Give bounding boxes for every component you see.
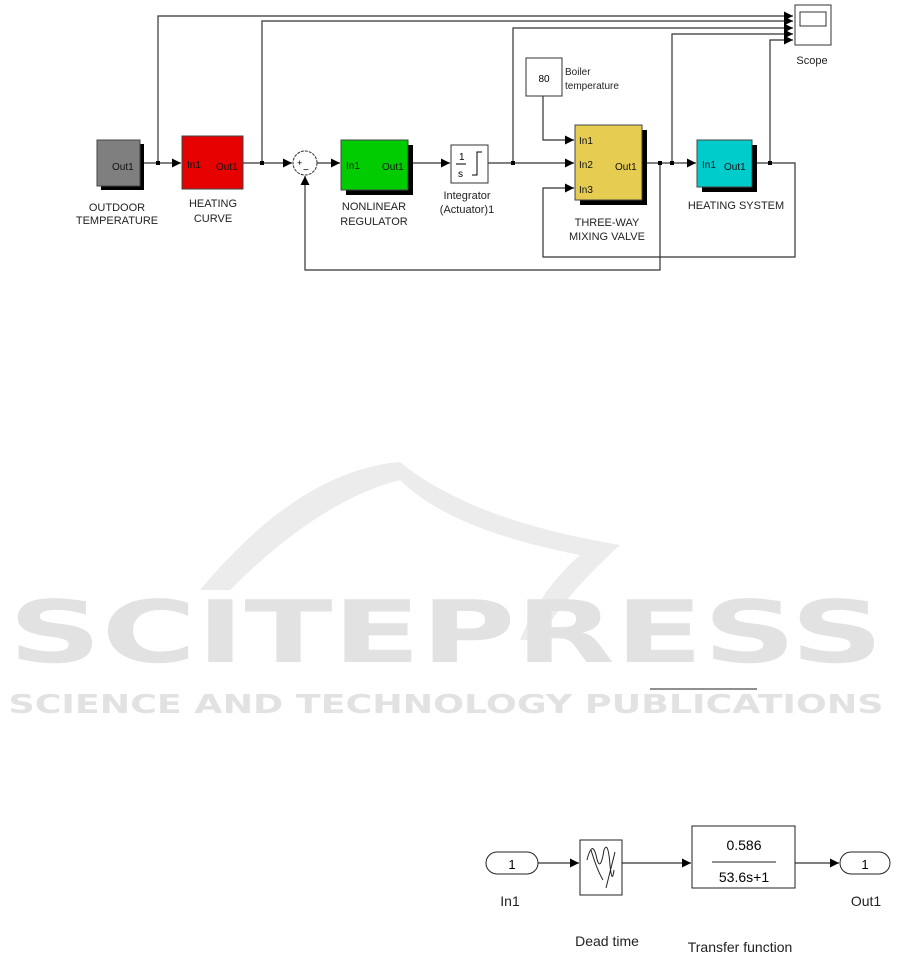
outport-label: Out1 [851, 893, 882, 909]
saturation-icon [472, 151, 482, 176]
heating-system-port-out: Out1 [724, 162, 746, 173]
dead-time-block[interactable] [579, 839, 623, 896]
sum-minus-sign: − [303, 165, 309, 176]
valve-port-in2: In2 [579, 160, 593, 171]
dead-time-icon [586, 846, 615, 877]
inport-label: In1 [500, 893, 520, 909]
watermark-book-icon [200, 462, 620, 640]
integrator-numerator: 1 [459, 152, 465, 163]
heating-system-port-in: In1 [702, 160, 716, 171]
outdoor-port-out: Out1 [112, 162, 134, 173]
sum-plus-sign: + [297, 158, 302, 168]
heating-system-block[interactable]: In1 Out1 [696, 139, 757, 192]
valve-port-in1: In1 [579, 136, 593, 147]
regulator-port-in: In1 [346, 161, 360, 172]
boiler-label-2: temperature [565, 81, 619, 92]
outport-number: 1 [861, 857, 868, 872]
nonlinear-regulator-block[interactable]: In1 Out1 [340, 139, 413, 195]
integrator-denominator: s [458, 169, 463, 180]
regulator-label-2: REGULATOR [340, 216, 407, 228]
boiler-label: Boiler [565, 67, 591, 78]
transfer-function-block[interactable]: 0.586 53.6s+1 [691, 825, 796, 889]
outdoor-label: OUTDOOR [89, 202, 145, 214]
integrator-block[interactable]: 1 s [450, 144, 489, 184]
transfer-function-label: Transfer function [688, 939, 793, 955]
scope-block[interactable] [794, 4, 832, 46]
heating-curve-label: HEATING [189, 198, 237, 210]
heating-curve-port-in: In1 [187, 160, 201, 171]
regulator-port-out: Out1 [382, 162, 404, 173]
valve-port-in3: In3 [579, 185, 593, 196]
boiler-value: 80 [538, 74, 550, 85]
mixing-valve-block[interactable]: In1 In2 In3 Out1 [574, 124, 647, 205]
integrator-label-2: (Actuator)1 [440, 204, 494, 216]
heating-curve-label-2: CURVE [194, 213, 232, 225]
inport-block[interactable]: 1 [485, 851, 539, 875]
heating-curve-block[interactable]: In1 Out1 [181, 135, 244, 190]
tf-numerator: 0.586 [726, 837, 761, 853]
valve-port-out: Out1 [615, 162, 637, 173]
watermark-subtitle: SCIENCE AND TECHNOLOGY PUBLICATIONS [9, 690, 884, 720]
tf-denominator: 53.6s+1 [719, 869, 769, 885]
valve-label: THREE-WAY [575, 217, 640, 229]
signal-lines [140, 11, 796, 271]
outdoor-temperature-block[interactable]: Out1 [96, 139, 144, 190]
scope-label: Scope [796, 55, 827, 67]
heating-system-label: HEATING SYSTEM [688, 200, 784, 212]
valve-label-2: MIXING VALVE [569, 231, 645, 243]
outport-block[interactable]: 1 [839, 851, 891, 875]
integrator-label: Integrator [443, 190, 490, 202]
watermark-logo: SCITEPRESS SCIENCE AND TECHNOLOGY PUBLIC… [9, 462, 884, 720]
inport-number: 1 [508, 857, 515, 872]
scope-screen-icon [799, 11, 827, 27]
regulator-label: NONLINEAR [342, 201, 406, 213]
outdoor-label-2: TEMPERATURE [76, 215, 158, 227]
watermark-title: SCITEPRESS [9, 583, 884, 683]
dead-time-label: Dead time [575, 933, 639, 949]
heating-curve-port-out: Out1 [216, 162, 238, 173]
sum-block[interactable]: + − [292, 150, 318, 176]
boiler-constant-block[interactable]: 80 [525, 57, 563, 97]
